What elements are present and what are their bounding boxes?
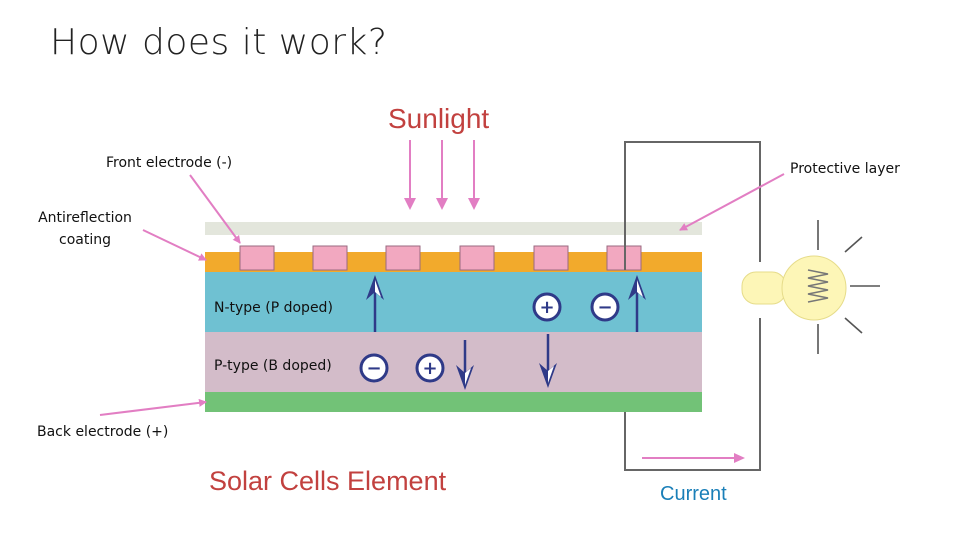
protective-layer	[205, 222, 702, 235]
front-electrode-finger	[533, 245, 569, 271]
svg-text:−: −	[366, 358, 381, 379]
protective-layer-label: Protective layer	[790, 161, 900, 177]
p-type-label: P-type (B doped)	[214, 358, 332, 374]
hole-arrow-icon	[539, 334, 557, 388]
svg-text:+: +	[422, 358, 437, 379]
current-label: Current	[660, 483, 727, 505]
front-electrode-finger	[312, 245, 348, 271]
front-electrode-finger	[385, 245, 421, 271]
back-electrode-label: Back electrode (+)	[37, 424, 169, 440]
antireflection-label-line1: Antireflection	[38, 210, 132, 226]
minus-charge-icon: −	[590, 292, 620, 322]
antireflection-pointer	[142, 229, 207, 261]
back-electrode-pointer	[99, 398, 207, 416]
svg-text:−: −	[597, 297, 612, 318]
light-bulb-icon	[741, 220, 880, 354]
p-type-layer	[205, 332, 702, 392]
pointer-lines	[99, 173, 785, 416]
front-electrode-fingers	[239, 245, 642, 271]
plus-charge-icon: +	[532, 292, 562, 322]
minus-charge-icon: −	[359, 353, 389, 383]
front-electrode-finger	[459, 245, 495, 271]
protective-layer-pointer	[679, 173, 785, 231]
n-type-label: N-type (P doped)	[214, 300, 333, 316]
n-type-layer	[205, 272, 702, 332]
antireflection-label-line2: coating	[59, 232, 111, 248]
front-electrode-pointer	[189, 174, 241, 244]
page-title: How does it work?	[50, 22, 388, 63]
sunlight-heading: Sunlight	[388, 103, 489, 134]
front-electrode-finger	[239, 245, 275, 271]
hole-arrow-icon	[456, 340, 474, 390]
back-electrode-layer	[205, 392, 702, 412]
solar-cells-heading: Solar Cells Element	[209, 466, 447, 496]
svg-text:+: +	[539, 297, 554, 318]
sunlight-arrow-icon	[404, 140, 480, 210]
electron-arrow-icon	[628, 275, 646, 332]
antireflection-label: Antireflection coating	[30, 207, 140, 251]
electron-arrow-icon	[366, 275, 384, 332]
circuit-wire	[624, 141, 761, 471]
front-electrode-label: Front electrode (-)	[106, 155, 233, 171]
plus-charge-icon: +	[415, 353, 445, 383]
current-arrow-icon	[642, 453, 745, 463]
